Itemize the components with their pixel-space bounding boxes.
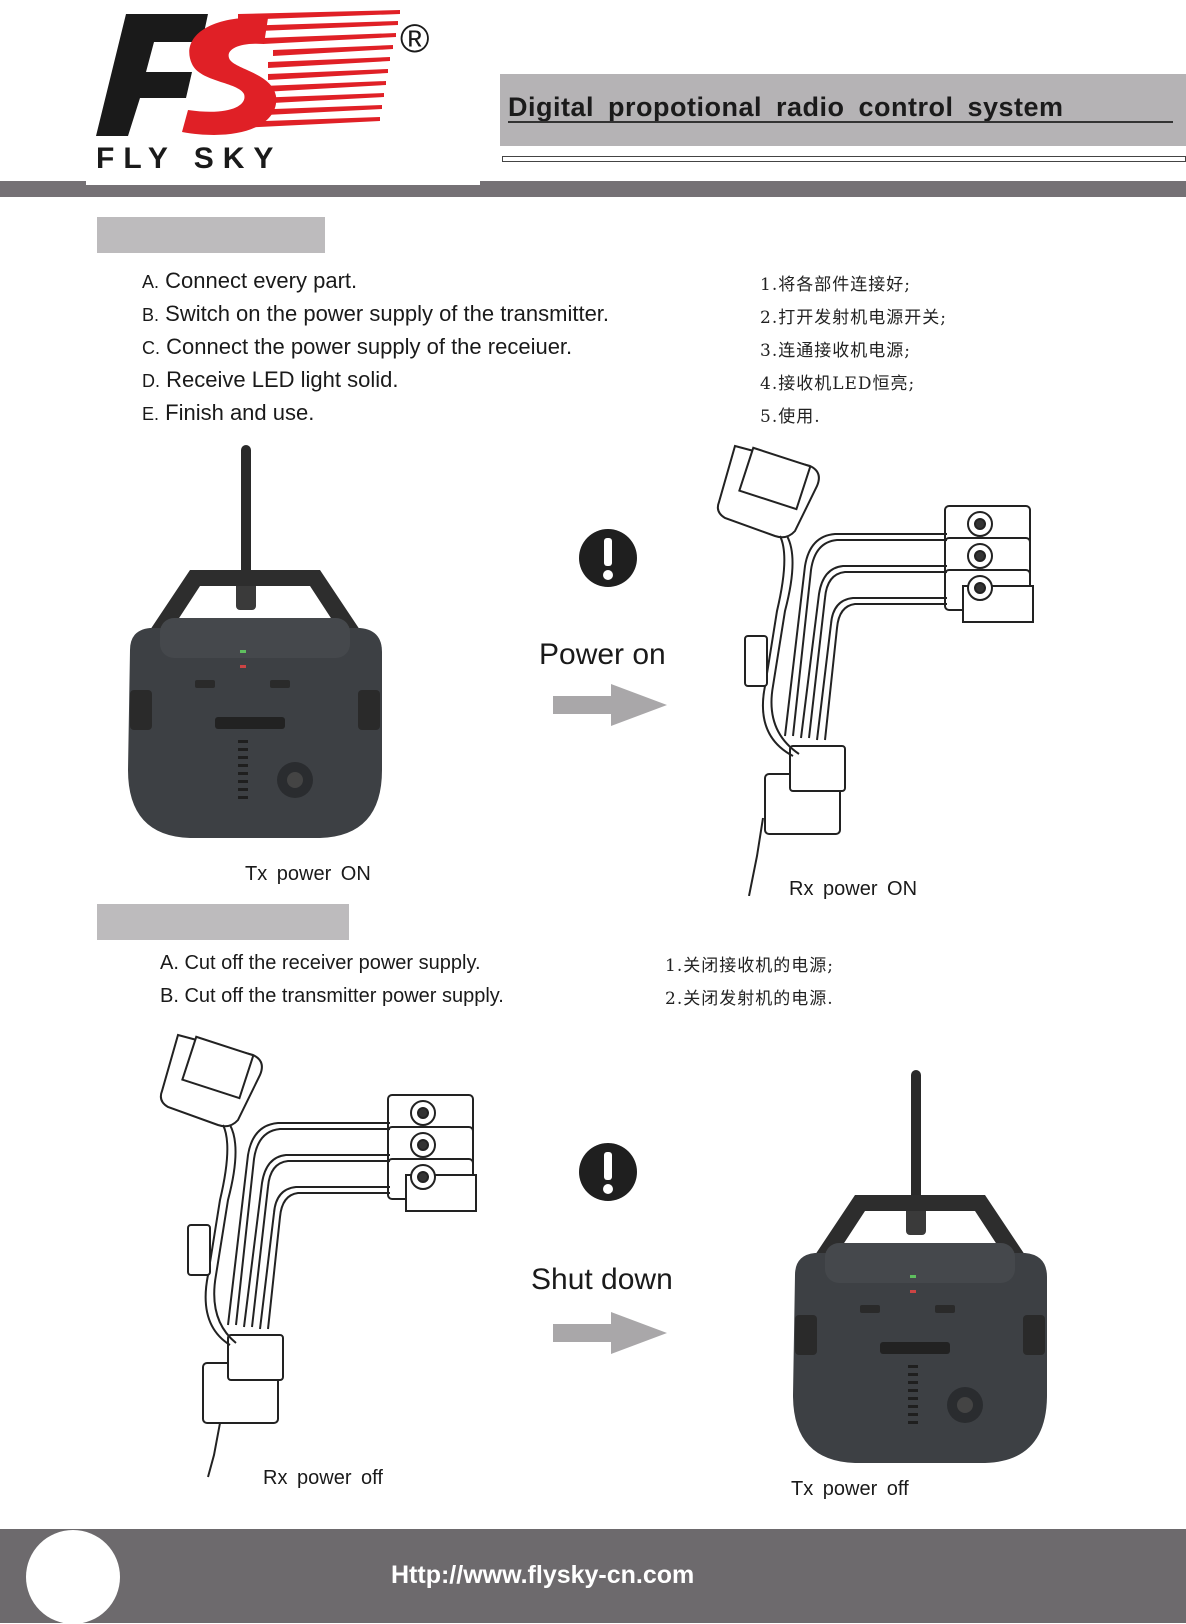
power-on-step-c: C. Connect the power supply of the recei… xyxy=(142,334,573,359)
tx-power-off-caption: Tx power off xyxy=(791,1478,909,1500)
shut-down-step-a: A. Cut off the receiver power supply. xyxy=(160,952,481,974)
title-underline xyxy=(508,121,1173,123)
footer-url[interactable]: Http://www.flysky-cn.com xyxy=(391,1561,695,1589)
header-rule xyxy=(502,156,1186,162)
shut-down-step-b: B. Cut off the transmitter power supply. xyxy=(160,985,504,1007)
receiver-illustration xyxy=(716,444,1034,896)
section-tab-shut-down xyxy=(97,904,349,940)
arrow-right-icon xyxy=(553,684,667,726)
page-number-circle xyxy=(26,1530,120,1624)
shut-down-label: Shut down xyxy=(531,1263,673,1296)
rx-power-on-caption: Rx power ON xyxy=(789,878,918,900)
tx-power-on-caption: Tx power ON xyxy=(245,863,371,885)
power-on-step-b: B. Switch on the power supply of the tra… xyxy=(142,301,610,326)
transmitter-off-illustration xyxy=(793,1070,1047,1463)
power-on-step-d: D. Receive LED light solid. xyxy=(142,367,399,392)
shut-down-step-cn-1: 1.关闭接收机的电源; xyxy=(665,956,834,976)
section-tab-power-on xyxy=(97,217,325,253)
power-on-step-e: E. Finish and use. xyxy=(142,400,315,425)
header-bar xyxy=(0,181,1186,197)
power-on-step-cn-5: 5.使用. xyxy=(760,407,821,427)
power-on-step-cn-2: 2.打开发射机电源开关; xyxy=(760,308,947,328)
arrow-right-icon xyxy=(553,1312,667,1354)
footer-bar xyxy=(0,1529,1186,1623)
rx-power-off-caption: Rx power off xyxy=(263,1467,383,1489)
power-on-step-cn-1: 1.将各部件连接好; xyxy=(760,275,911,295)
transmitter-illustration xyxy=(128,445,382,838)
shut-down-step-cn-2: 2.关闭发射机的电源. xyxy=(665,989,834,1009)
page-title: Digital propotional radio control system xyxy=(508,92,1064,122)
power-on-label: Power on xyxy=(539,638,666,671)
power-on-step-a: A. Connect every part. xyxy=(142,268,358,293)
receiver-off-illustration xyxy=(159,1033,477,1478)
power-on-step-cn-3: 3.连通接收机电源; xyxy=(760,341,911,361)
flysky-logo: ® FLY SKY xyxy=(96,10,429,175)
logo-gap xyxy=(86,181,480,185)
registered-mark: ® xyxy=(400,17,429,61)
power-on-step-cn-4: 4.接收机LED恒亮; xyxy=(760,374,916,394)
header-band xyxy=(500,74,1186,146)
warning-icon xyxy=(579,529,637,587)
warning-icon xyxy=(579,1143,637,1201)
logo-wordmark: FLY SKY xyxy=(96,142,282,175)
